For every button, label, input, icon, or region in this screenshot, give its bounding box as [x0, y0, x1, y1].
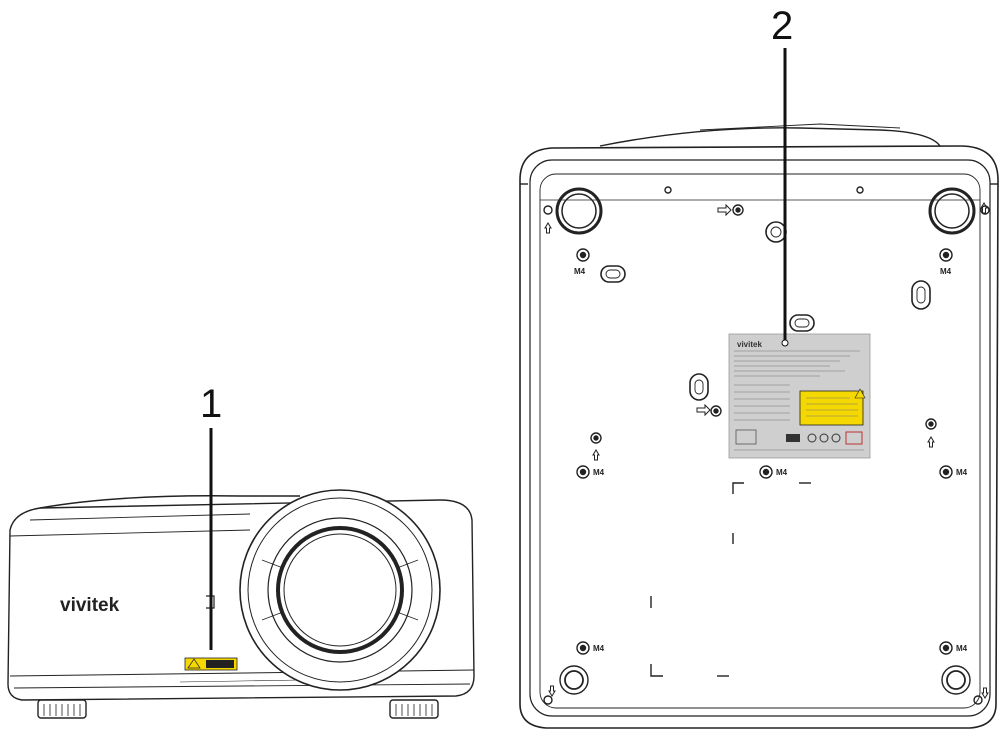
m4-label: M4	[593, 644, 605, 653]
vent-slot	[600, 265, 626, 283]
m4-label: M4	[956, 468, 968, 477]
spec-label-brand-logo: vivitek	[737, 340, 762, 349]
m4-mount-holes	[576, 248, 953, 655]
spec-label-laser-warning	[799, 390, 864, 426]
front-brand-logo: vivitek	[60, 595, 120, 616]
projector-front-view	[7, 489, 475, 719]
m4-label: M4	[574, 267, 586, 276]
bottom-top-edge	[599, 127, 941, 147]
lens-glass	[283, 533, 397, 647]
left-adjustable-foot	[555, 187, 603, 235]
rear-left-foot	[559, 665, 589, 695]
spec-label	[728, 333, 871, 459]
mount-template-marks	[650, 482, 811, 677]
direction-arrows	[544, 202, 989, 699]
right-adjustable-foot	[928, 187, 976, 235]
rear-right-foot	[941, 665, 971, 695]
top-edge	[39, 495, 300, 509]
m4-label: M4	[593, 468, 605, 477]
m4-label: M4	[776, 468, 788, 477]
callout-number-2: 2	[771, 4, 794, 48]
lens-focus-ring	[276, 526, 404, 654]
m4-label: M4	[956, 644, 968, 653]
projector-bottom-view	[519, 123, 999, 729]
m4-label: M4	[940, 267, 952, 276]
callout-number-1: 1	[200, 382, 223, 426]
bottom-inner-shell	[529, 159, 991, 717]
lens-outer-ring	[239, 489, 441, 691]
